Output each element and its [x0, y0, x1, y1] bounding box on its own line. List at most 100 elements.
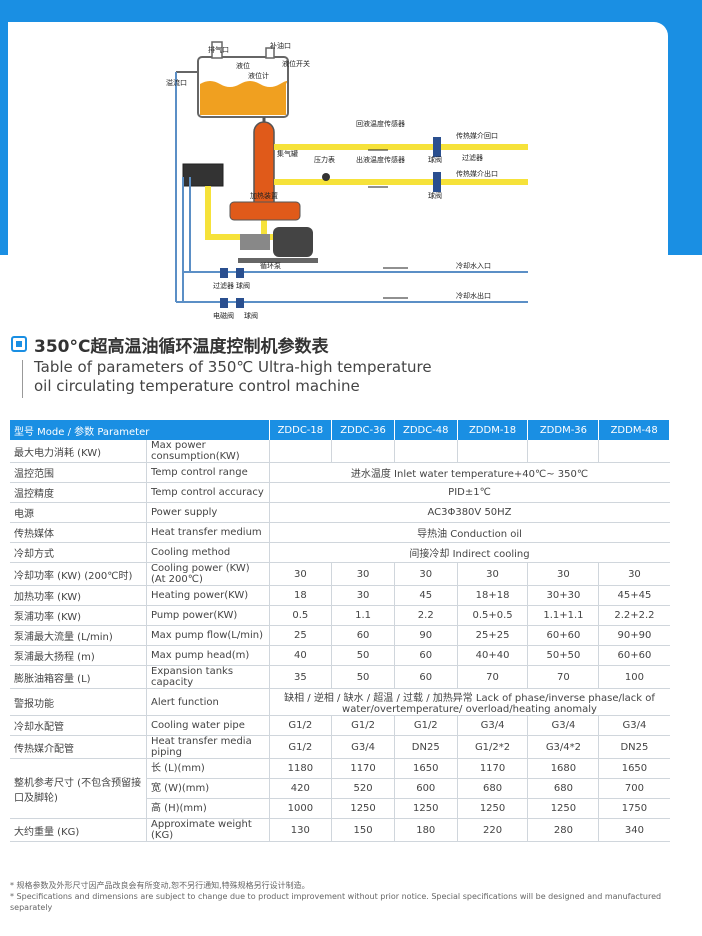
heater: [229, 201, 301, 221]
pump: [273, 227, 313, 257]
row-value: [331, 440, 395, 463]
row-label-en: Max pump head(m): [146, 645, 269, 666]
row-value: 1250: [331, 798, 395, 819]
row-span-value: 导热油 Conduction oil: [268, 522, 670, 543]
row-value: 50+50: [527, 645, 599, 666]
row-value: 18: [268, 585, 332, 606]
label-return-sensor: 回液温度传感器: [356, 119, 405, 128]
row-value: G3/4: [527, 715, 599, 736]
label-pump: 循环泵: [260, 261, 281, 270]
row-value: DN25: [598, 735, 670, 759]
row-value: G1/2: [393, 715, 458, 736]
row-value: 2.2: [393, 605, 458, 626]
label-overflow: 溢流口: [166, 78, 187, 87]
row-label-en: 高 (H)(mm): [146, 798, 269, 819]
row-value: [598, 440, 670, 463]
row-value: 40+40: [456, 645, 528, 666]
row-span-value: PID±1℃: [268, 482, 670, 503]
row-value: 30: [456, 562, 528, 586]
label-solenoid: 电磁阀: [213, 311, 234, 320]
row-span-value: 间接冷却 Indirect cooling: [268, 542, 670, 563]
heading-en-line-1: Table of parameters of 350℃ Ultra-high t…: [34, 358, 432, 376]
row-value: [268, 440, 332, 463]
row-value: G1/2: [331, 715, 395, 736]
row-value: 60+60: [527, 625, 599, 646]
table-row: 冷却功率 (KW) (200℃时)Cooling power (KW) (At …: [10, 562, 670, 586]
label-gas-tank: 集气罐: [277, 149, 298, 158]
row-value: 1650: [393, 758, 458, 779]
row-value: 50: [331, 665, 395, 689]
label-cool-in: 冷却水入口: [456, 261, 491, 270]
row-value: 90+90: [598, 625, 670, 646]
row-value: 1750: [598, 798, 670, 819]
row-label-en: Power supply: [146, 502, 269, 523]
cooler: [182, 163, 224, 187]
row-value: 18+18: [456, 585, 528, 606]
row-label-cn: 加热功率 (KW): [10, 585, 147, 606]
row-value: 1250: [527, 798, 599, 819]
row-value: 1680: [527, 758, 599, 779]
row-label-en: Temp control range: [146, 462, 269, 483]
header-model: ZDDC-36: [331, 420, 395, 440]
row-value: 60: [393, 665, 458, 689]
row-value: 70: [456, 665, 528, 689]
row-value: 30: [268, 562, 332, 586]
row-value: [393, 440, 458, 463]
row-value: [527, 440, 599, 463]
row-label-en: Cooling water pipe: [146, 715, 269, 736]
footnotes: * 规格参数及外形尺寸因产品改良会有所变动,恕不另行通知,特殊规格另行设计制造。…: [10, 880, 702, 913]
row-label-en: Alert function: [146, 688, 269, 716]
row-label-cn: 冷却功率 (KW) (200℃时): [10, 562, 147, 586]
row-value: 35: [268, 665, 332, 689]
row-label-cn: 整机参考尺寸 (不包含预留接口及脚轮): [10, 758, 147, 819]
row-value: 60: [331, 625, 395, 646]
label-pressure-gauge: 压力表: [314, 155, 335, 164]
row-value: 45+45: [598, 585, 670, 606]
row-label-en: Pump power(KW): [146, 605, 269, 626]
row-label-en: 长 (L)(mm): [146, 758, 269, 779]
label-level-meter: 液位计: [248, 71, 269, 80]
row-value: 600: [393, 778, 458, 799]
row-label-en: Cooling power (KW) (At 200℃): [146, 562, 269, 586]
note-cn: * 规格参数及外形尺寸因产品改良会有所变动,恕不另行通知,特殊规格另行设计制造。: [10, 881, 310, 890]
row-label-cn: 泵浦功率 (KW): [10, 605, 147, 626]
row-label-cn: 膨胀油箱容量 (L): [10, 665, 147, 689]
row-label-en: 宽 (W)(mm): [146, 778, 269, 799]
row-label-en: Max pump flow(L/min): [146, 625, 269, 646]
row-span-value: 缺相 / 逆相 / 缺水 / 超温 / 过载 / 加热异常 Lack of ph…: [268, 688, 670, 716]
row-value: 150: [331, 818, 395, 842]
label-ball-valve-2: 球阀: [428, 191, 442, 200]
row-value: 60+60: [598, 645, 670, 666]
row-value: 2.2+2.2: [598, 605, 670, 626]
row-value: 30: [331, 562, 395, 586]
label-ball-valve-1: 球阀: [428, 155, 442, 164]
note-en: * Specifications and dimensions are subj…: [10, 892, 662, 912]
label-filter: 过滤器: [462, 153, 483, 162]
document-icon: [11, 336, 27, 352]
header-model: ZDDC-48: [394, 420, 458, 440]
row-value: 30: [331, 585, 395, 606]
row-value: 340: [598, 818, 670, 842]
row-value: 1250: [456, 798, 528, 819]
row-value: DN25: [393, 735, 458, 759]
row-value: 1650: [598, 758, 670, 779]
row-value: G3/4: [331, 735, 395, 759]
row-value: 420: [268, 778, 332, 799]
row-value: 45: [393, 585, 458, 606]
row-span-value: AC3Φ380V 50HZ: [268, 502, 670, 523]
parameter-table: 型号 Mode / 参数 Parameter ZDDC-18 ZDDC-36 Z…: [10, 420, 670, 842]
row-label-en: Max power consumption(KW): [146, 440, 269, 463]
row-value: 25+25: [456, 625, 528, 646]
row-label-en: Temp control accuracy: [146, 482, 269, 503]
row-value: G3/4*2: [527, 735, 599, 759]
label-heater: 加热装置: [250, 191, 278, 200]
row-label-cn: 冷却方式: [10, 542, 147, 563]
row-value: 50: [331, 645, 395, 666]
